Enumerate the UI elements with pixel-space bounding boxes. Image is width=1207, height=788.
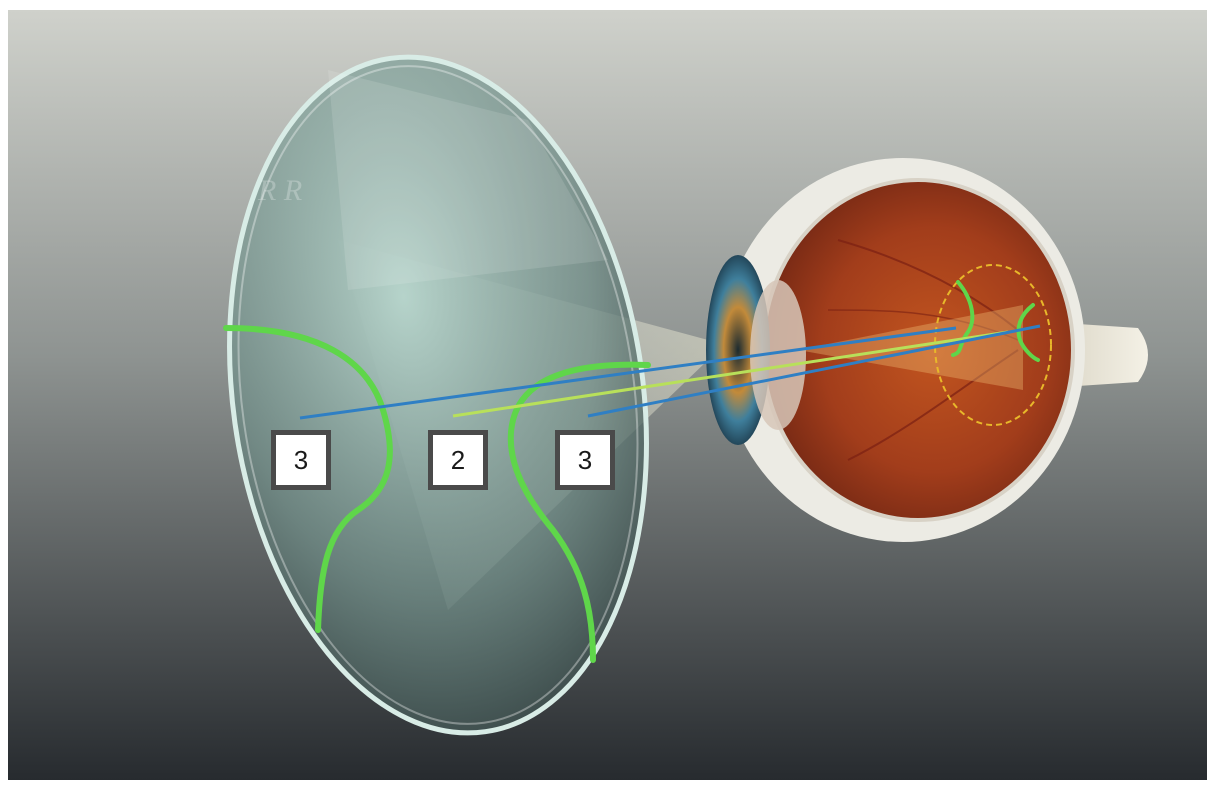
zone-label-right: 3: [555, 430, 615, 490]
lens-marking: R R: [257, 174, 302, 207]
zone-label-right-text: 3: [578, 445, 592, 476]
eye-lens-diagram: R R: [8, 10, 1207, 780]
zone-label-left-text: 3: [294, 445, 308, 476]
zone-label-center-text: 2: [451, 445, 465, 476]
zone-label-left: 3: [271, 430, 331, 490]
diagram-canvas: R R: [8, 10, 1207, 780]
zone-label-center: 2: [428, 430, 488, 490]
